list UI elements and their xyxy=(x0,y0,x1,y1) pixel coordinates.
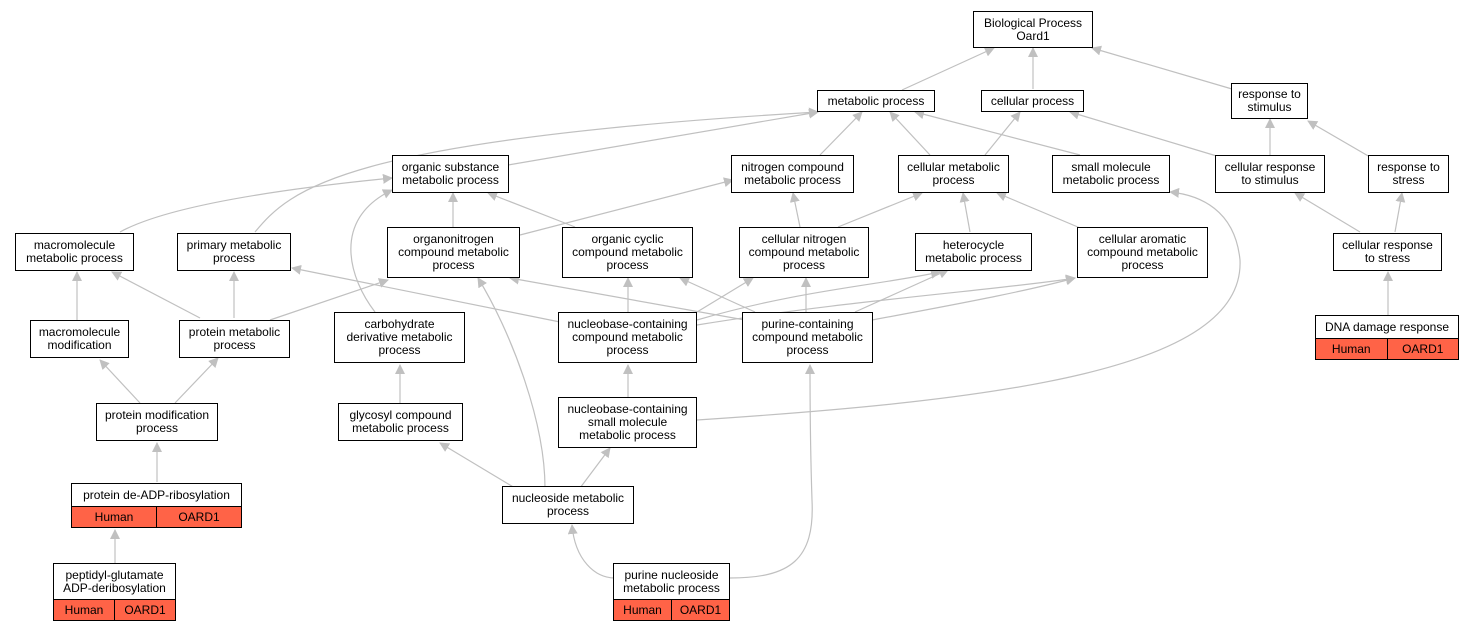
node-nucleobase-containing-compound-metabolic-process[interactable]: nucleobase-containing compound metabolic… xyxy=(558,312,697,363)
node-label: peptidyl-glutamate ADP-deribosylation xyxy=(63,567,166,595)
node-carbohydrate-derivative-metabolic-process[interactable]: carbohydrate derivative metabolic proces… xyxy=(334,312,465,363)
node-response-to-stimulus[interactable]: response to stimulus xyxy=(1231,83,1308,119)
node-peptidyl-glutamate-adp-deribosylation[interactable]: peptidyl-glutamate ADP-deribosylation Hu… xyxy=(53,563,176,621)
edge xyxy=(1294,192,1361,233)
edge xyxy=(269,278,389,321)
node-small-molecule-metabolic-process[interactable]: small molecule metabolic process xyxy=(1052,155,1170,193)
edge xyxy=(119,173,393,233)
edge xyxy=(579,447,611,489)
edge xyxy=(507,108,819,166)
edge xyxy=(729,364,816,579)
node-cellular-metabolic-process[interactable]: cellular metabolic process xyxy=(898,155,1009,193)
node-cellular-nitrogen-compound-metabolic-process[interactable]: cellular nitrogen compound metabolic pro… xyxy=(739,227,869,278)
edge xyxy=(854,269,949,313)
edge xyxy=(819,111,863,156)
node-dna-damage-response[interactable]: DNA damage response Human OARD1 xyxy=(1315,315,1459,360)
edge xyxy=(487,191,576,228)
edge xyxy=(696,269,941,321)
edge xyxy=(1394,192,1406,233)
node-nucleoside-metabolic-process[interactable]: nucleoside metabolic process xyxy=(502,486,634,524)
edge xyxy=(901,47,995,91)
node-cellular-response-to-stimulus[interactable]: cellular response to stimulus xyxy=(1215,155,1325,193)
node-organic-cyclic-compound-metabolic-process[interactable]: organic cyclic compound metabolic proces… xyxy=(562,227,693,278)
node-nucleobase-containing-small-molecule-metabolic-process[interactable]: nucleobase-containing small molecule met… xyxy=(558,397,697,448)
gene-cell[interactable]: OARD1 xyxy=(114,600,175,620)
node-biological-process-root[interactable]: Biological Process Oard1 xyxy=(973,11,1093,48)
node-macromolecule-modification[interactable]: macromolecule modification xyxy=(30,320,129,358)
edge xyxy=(509,274,746,321)
edge xyxy=(174,357,219,404)
node-protein-modification-process[interactable]: protein modification process xyxy=(96,403,218,441)
edge xyxy=(696,187,1241,421)
node-macromolecule-metabolic-process[interactable]: macromolecule metabolic process xyxy=(15,233,134,271)
node-response-to-stress[interactable]: response to stress xyxy=(1368,155,1449,193)
node-protein-de-adp-ribosylation[interactable]: protein de-ADP-ribosylation Human OARD1 xyxy=(71,483,242,528)
edge xyxy=(1069,109,1221,158)
gene-cell[interactable]: OARD1 xyxy=(1386,339,1458,359)
edge xyxy=(350,189,393,313)
edge xyxy=(679,277,756,313)
species-cell: Human xyxy=(1316,339,1387,359)
edge xyxy=(1091,45,1233,90)
node-label: protein de-ADP-ribosylation xyxy=(83,487,230,502)
species-cell: Human xyxy=(54,600,114,620)
edge xyxy=(477,277,546,489)
gene-cell[interactable]: OARD1 xyxy=(671,600,729,620)
node-metabolic-process[interactable]: metabolic process xyxy=(817,90,935,112)
edge xyxy=(959,192,971,233)
node-protein-metabolic-process[interactable]: protein metabolic process xyxy=(179,320,290,358)
node-organonitrogen-compound-metabolic-process[interactable]: organonitrogen compound metabolic proces… xyxy=(387,227,520,278)
species-cell: Human xyxy=(72,507,156,527)
edge xyxy=(291,264,561,323)
node-label: DNA damage response xyxy=(1324,319,1450,334)
node-label: purine nucleoside metabolic process xyxy=(623,567,720,595)
edge xyxy=(1307,120,1371,158)
edge xyxy=(567,524,616,579)
edge xyxy=(439,442,516,489)
edge xyxy=(984,111,1021,156)
annotation-row: Human OARD1 xyxy=(1316,338,1458,359)
annotation-row: Human OARD1 xyxy=(54,599,175,620)
node-organic-substance-metabolic-process[interactable]: organic substance metabolic process xyxy=(392,155,509,193)
node-primary-metabolic-process[interactable]: primary metabolic process xyxy=(177,233,291,271)
edge xyxy=(254,107,819,233)
edge xyxy=(837,191,923,228)
edge xyxy=(889,111,931,156)
annotation-row: Human OARD1 xyxy=(72,506,241,527)
gene-cell[interactable]: OARD1 xyxy=(156,507,241,527)
node-purine-containing-compound-metabolic-process[interactable]: purine-containing compound metabolic pro… xyxy=(742,312,873,363)
node-heterocycle-metabolic-process[interactable]: heterocycle metabolic process xyxy=(915,233,1032,271)
edge xyxy=(99,359,141,404)
edge xyxy=(996,191,1086,231)
edge xyxy=(111,271,201,319)
edge xyxy=(789,192,801,228)
species-cell: Human xyxy=(614,600,671,620)
node-cellular-process[interactable]: cellular process xyxy=(981,90,1084,112)
node-purine-nucleoside-metabolic-process[interactable]: purine nucleoside metabolic process Huma… xyxy=(613,563,730,621)
node-cellular-aromatic-compound-metabolic-process[interactable]: cellular aromatic compound metabolic pro… xyxy=(1077,227,1208,278)
node-cellular-response-to-stress[interactable]: cellular response to stress xyxy=(1333,233,1442,271)
edge xyxy=(519,177,734,236)
edge xyxy=(914,109,1081,156)
node-glycosyl-compound-metabolic-process[interactable]: glycosyl compound metabolic process xyxy=(338,403,463,441)
edge xyxy=(871,275,1076,321)
node-nitrogen-compound-metabolic-process[interactable]: nitrogen compound metabolic process xyxy=(731,155,854,193)
edge xyxy=(696,277,754,313)
annotation-row: Human OARD1 xyxy=(614,599,729,620)
